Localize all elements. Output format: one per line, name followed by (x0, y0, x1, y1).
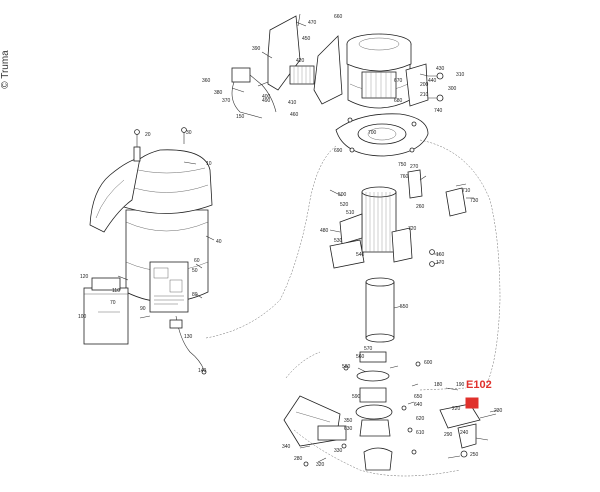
part-label: 530 (334, 238, 343, 244)
part-label: 680 (394, 98, 403, 104)
part-label: 730 (470, 198, 479, 204)
part-label: 180 (434, 382, 443, 388)
highlight-label: E102 (466, 379, 492, 391)
part-label: 280 (294, 456, 303, 462)
part-label: 420 (296, 58, 305, 64)
part-label: 120 (80, 274, 89, 280)
part-label: 490 (262, 98, 271, 104)
part-label: 760 (400, 174, 409, 180)
part-label: 470 (308, 20, 317, 26)
part-label: 440 (428, 78, 437, 84)
part-label: 460 (290, 112, 299, 118)
leader-lines (117, 13, 499, 463)
part-label: 480 (320, 228, 329, 234)
part-label: 230 (494, 408, 503, 414)
part-label: 310 (456, 72, 465, 78)
part-label: 520 (340, 202, 349, 208)
part-label: 740 (434, 108, 443, 114)
part-label: 60 (194, 258, 200, 264)
part-label: 260 (416, 204, 425, 210)
highlight-marker (465, 397, 479, 409)
part-label: 700 (368, 130, 377, 136)
part-label: 400 (262, 94, 271, 100)
part-label: 430 (436, 66, 445, 72)
part-label: 210 (420, 92, 429, 98)
part-label: 510 (346, 210, 355, 216)
sensor-bracket (407, 169, 467, 267)
part-label: 390 (252, 46, 261, 52)
part-label: 330 (334, 448, 343, 454)
part-label: 540 (356, 252, 365, 258)
part-label: 600 (424, 360, 433, 366)
part-label: 720 (408, 226, 417, 232)
part-label: 150 (236, 114, 245, 120)
part-label: 380 (214, 90, 223, 96)
part-label: 550 (400, 304, 409, 310)
part-label: 80 (192, 292, 198, 298)
part-label: 200 (420, 82, 429, 88)
part-label: 620 (416, 416, 425, 422)
part-label: 90 (140, 306, 146, 312)
part-label: 40 (216, 239, 222, 245)
part-label: 370 (222, 98, 231, 104)
part-labels: 10 20 30 40 50 60 70 80 90 100 110 120 1… (78, 14, 503, 468)
combustion-chamber (329, 186, 413, 343)
part-label: 410 (288, 100, 297, 106)
part-label: 70 (110, 300, 116, 306)
part-label: 10 (206, 161, 212, 167)
part-label: 50 (192, 268, 198, 274)
tank-assembly (83, 127, 213, 375)
part-label: 20 (145, 132, 151, 138)
part-label: 250 (470, 452, 479, 458)
part-label: 350 (344, 418, 353, 424)
part-label: 130 (184, 334, 193, 340)
part-label: 710 (462, 188, 471, 194)
part-label: 140 (198, 368, 207, 374)
part-label: 30 (186, 130, 192, 136)
part-label: 650 (414, 394, 423, 400)
part-label: 670 (394, 78, 403, 84)
part-label: 610 (416, 430, 425, 436)
part-label: 170 (436, 260, 445, 266)
part-label: 270 (410, 164, 419, 170)
wiring-harness (205, 139, 501, 477)
part-label: 660 (334, 14, 343, 20)
part-label: 110 (112, 288, 120, 294)
part-label: 450 (302, 36, 311, 42)
part-label: 300 (448, 86, 457, 92)
part-label: 690 (334, 148, 343, 154)
part-label: 500 (338, 192, 347, 198)
blower-assembly (231, 15, 444, 119)
burner-plate (335, 113, 429, 157)
part-label: 570 (364, 346, 373, 352)
part-label: 220 (452, 406, 461, 412)
part-label: 190 (456, 382, 465, 388)
part-label: 590 (352, 394, 361, 400)
part-label: 240 (460, 430, 469, 436)
part-label: 320 (316, 462, 325, 468)
part-label: 560 (356, 354, 365, 360)
part-label: 630 (344, 426, 353, 432)
part-label: 580 (342, 364, 351, 370)
part-label: 640 (414, 402, 423, 408)
part-label: 750 (398, 162, 407, 168)
part-label: 100 (78, 314, 87, 320)
part-label: 360 (202, 78, 211, 84)
part-label: 290 (444, 432, 453, 438)
part-label: 160 (436, 252, 445, 258)
lower-assembly (283, 351, 497, 471)
part-label: 340 (282, 444, 291, 450)
